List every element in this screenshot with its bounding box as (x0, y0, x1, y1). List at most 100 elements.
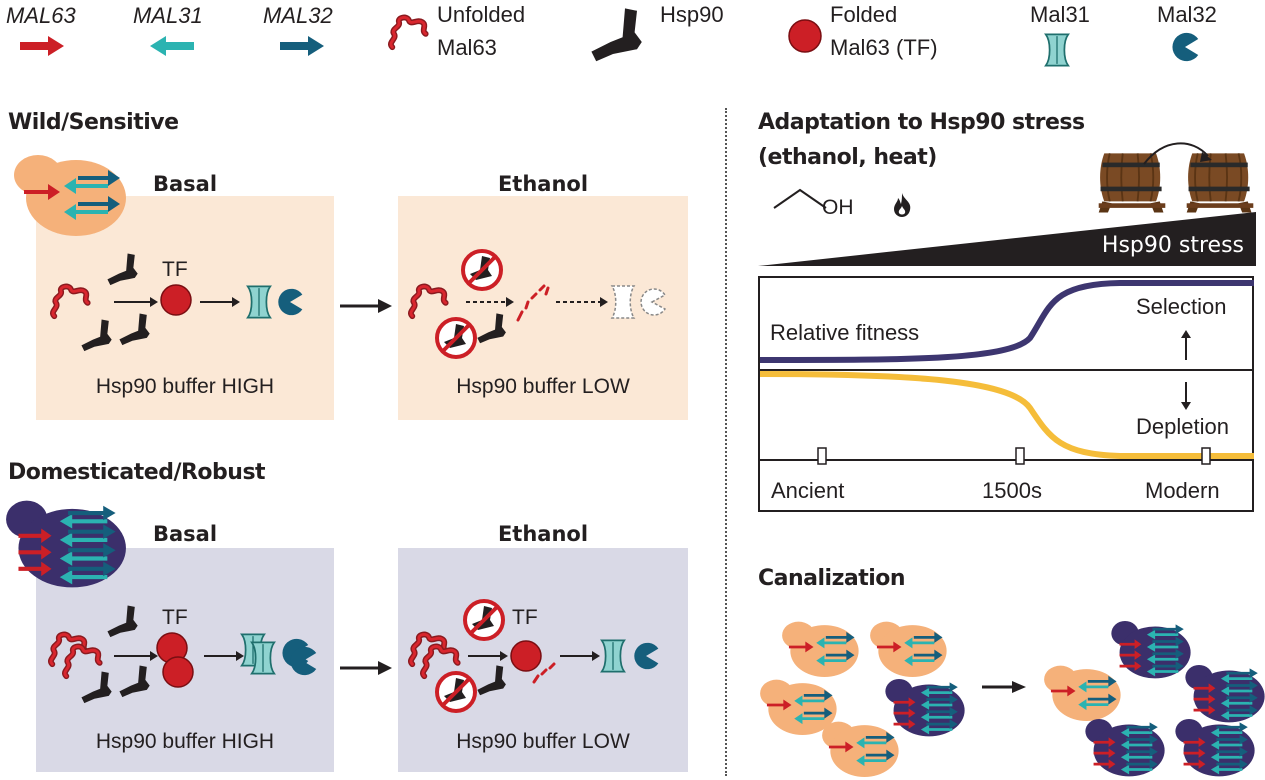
adaptation-title-line1: Adaptation to Hsp90 stress (758, 110, 1085, 135)
ethanol-oh-label: OH (822, 196, 854, 219)
hsp90-icon (476, 312, 510, 346)
wild-buffer-low: Hsp90 buffer LOW (456, 375, 630, 398)
dom-basal-label: Basal (152, 522, 218, 546)
dashed-arrow-icon (466, 297, 514, 307)
mal31-transporter-icon (600, 638, 626, 674)
mal32-enzyme-icon (276, 288, 304, 316)
tf-label: TF (512, 606, 538, 629)
arrow-icon (560, 651, 600, 661)
time-axis (760, 459, 1252, 461)
legend-mal63-gene: MAL63 (6, 3, 76, 28)
legend-folded-line1: Folded (830, 2, 898, 27)
folded-protein-icon (788, 19, 822, 53)
depletion-curve (759, 371, 1254, 459)
wild-yeast-icon (1040, 662, 1122, 724)
legend-unfolded-line1: Unfolded (437, 2, 526, 27)
adaptation-title-line2: (ethanol, heat) (758, 145, 937, 170)
legend-unfolded-line2: Mal63 (437, 35, 497, 60)
inhibited-hsp90-icon (462, 598, 506, 642)
mal32-enzyme-icon (632, 642, 660, 670)
relative-fitness-label: Relative fitness (770, 320, 920, 345)
stress-label: Hsp90 stress (1101, 233, 1244, 258)
legend-mal31-protein: Mal31 (1030, 2, 1090, 27)
mal31-absent-icon (610, 285, 636, 319)
hsp90-icon (80, 318, 116, 354)
hsp90-icon (476, 664, 510, 698)
dom-buffer-high: Hsp90 buffer HIGH (95, 730, 275, 753)
domesticated-yeast-icon (1174, 716, 1256, 778)
tf-label: TF (162, 258, 188, 281)
wild-yeast-icon (866, 618, 948, 680)
legend-mal32-gene: MAL32 (263, 3, 333, 28)
domesticated-yeast-icon (4, 496, 128, 590)
wild-yeast-icon (818, 718, 900, 780)
legend-mal32-protein: Mal32 (1157, 2, 1217, 27)
mal31-transporter-icon (246, 284, 272, 320)
inhibited-hsp90-icon (434, 316, 478, 360)
folded-tf-icon (510, 640, 542, 672)
selection-label: Selection (1136, 294, 1227, 319)
fitness-plot-frame (758, 276, 1254, 512)
hsp90-icon (106, 252, 142, 288)
mal31-arrow-icon (150, 36, 194, 56)
mal31-transporter-icon (250, 640, 276, 676)
wild-title: Wild/Sensitive (8, 110, 179, 135)
fitness-curves (759, 280, 1254, 465)
degraded-tf-icon (532, 662, 556, 684)
dashed-arrow-icon (556, 297, 608, 307)
legend-folded-line2: Mal63 (TF) (830, 35, 938, 60)
wild-ethanol-label: Ethanol (497, 172, 589, 196)
mal32-enzyme-icon (288, 646, 318, 676)
hsp90-icon (80, 670, 116, 706)
mal32-enzyme-icon (1170, 32, 1200, 62)
hsp90-icon (118, 312, 154, 348)
tick-label-ancient: Ancient (771, 478, 845, 503)
domesticated-title: Domesticated/Robust (8, 460, 266, 485)
selection-curve (759, 280, 1254, 363)
folded-tf-icon (160, 284, 192, 316)
hsp90-icon (118, 664, 154, 700)
domesticated-yeast-icon (1084, 716, 1166, 778)
tick-label-1500s: 1500s (982, 478, 1042, 503)
stress-wedge (758, 212, 1256, 266)
wild-yeast-icon (778, 618, 860, 680)
mal63-arrow-icon (20, 36, 64, 56)
canalization-arrow-icon (982, 681, 1026, 693)
section-divider (725, 108, 727, 776)
inhibited-hsp90-icon (434, 670, 478, 714)
tick-1500s (1015, 447, 1025, 465)
tick-ancient (817, 447, 827, 465)
wild-buffer-high: Hsp90 buffer HIGH (95, 375, 275, 398)
unfolded-protein-icon (384, 10, 434, 56)
mal31-transporter-icon (1044, 32, 1070, 68)
condition-arrow-icon (340, 661, 392, 675)
arrow-icon (468, 651, 508, 661)
hsp90-icon (106, 604, 142, 640)
wild-ethanol-panel (398, 196, 688, 420)
domesticated-yeast-icon (1110, 618, 1192, 680)
legend-hsp90: Hsp90 (660, 2, 724, 27)
fitness-divider (760, 369, 1252, 371)
hsp90-icon (588, 6, 650, 66)
depletion-label: Depletion (1136, 414, 1229, 439)
legend-mal31-gene: MAL31 (133, 3, 203, 28)
canalization-title: Canalization (758, 566, 906, 591)
tick-modern (1201, 447, 1211, 465)
degraded-tf-icon (516, 284, 550, 322)
condition-arrow-icon (340, 299, 392, 313)
arrow-icon (200, 297, 240, 307)
wild-yeast-icon (8, 150, 128, 240)
arrow-icon (114, 651, 158, 661)
domesticated-yeast-icon (1184, 662, 1265, 724)
folded-tf-icon (156, 632, 194, 688)
ethanol-structure-icon (773, 188, 827, 209)
arrow-icon (204, 651, 244, 661)
dom-ethanol-label: Ethanol (497, 522, 589, 546)
inhibited-hsp90-icon (460, 248, 504, 292)
arrow-icon (114, 297, 158, 307)
tick-label-modern: Modern (1145, 478, 1220, 503)
fire-icon (894, 193, 911, 217)
mal32-absent-icon (640, 288, 667, 316)
mal32-arrow-icon (280, 36, 324, 56)
dom-buffer-low: Hsp90 buffer LOW (456, 730, 630, 753)
